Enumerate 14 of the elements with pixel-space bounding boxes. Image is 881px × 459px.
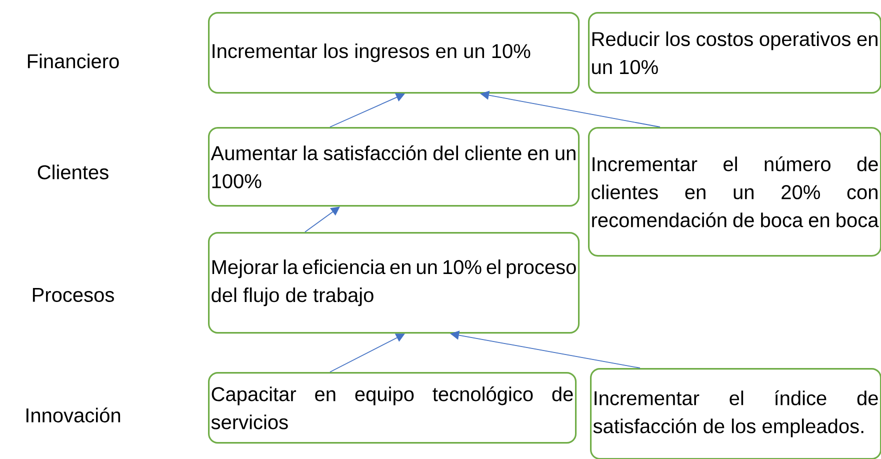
row-label: Procesos <box>32 288 114 302</box>
row-label: Clientes <box>38 164 108 180</box>
goal-box: Reducir los costos operativos en un 10% <box>588 12 881 94</box>
goal-box: Mejorar la eficiencia en un 10% el proceso del flujo de trabajo <box>208 232 580 334</box>
row-label: Financiero <box>28 54 119 68</box>
goal-box: Incrementar los ingresos en un 10% <box>208 12 580 94</box>
goal-box: Incrementar el número de clientes en un 20% con recomendación de boca en boca <box>588 127 881 257</box>
arrow <box>304 206 340 232</box>
goal-box: Capacitar en equipo tecnológico de servicios <box>208 372 577 444</box>
row-label: Innovación <box>26 408 120 422</box>
goal-box: Aumentar la satisfacción del cliente en un 100% <box>208 127 580 207</box>
goal-box: Incrementar el índice de satisfacción de los empleados. <box>590 368 881 459</box>
arrow <box>330 334 405 372</box>
arrow <box>330 93 405 128</box>
